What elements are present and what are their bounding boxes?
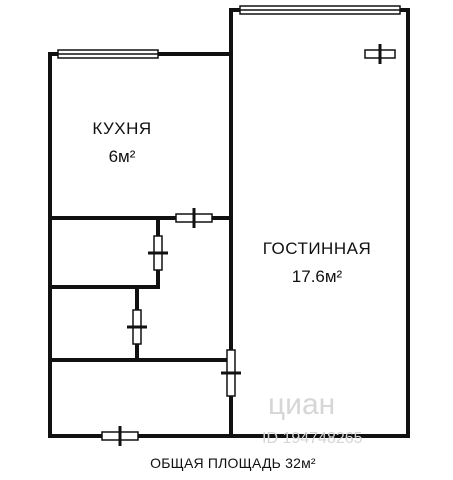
door-living — [221, 349, 241, 397]
watermark-id: ID 194748265 — [262, 430, 363, 447]
room-label-living: ГОСТИННАЯ — [262, 239, 372, 258]
room-area-kitchen: 6м² — [108, 147, 136, 166]
door-bathroom — [148, 235, 168, 271]
room-area-living: 17.6м² — [291, 267, 343, 286]
window-living — [239, 5, 401, 15]
door-balcony — [364, 44, 396, 64]
room-label-kitchen: КУХНЯ — [92, 119, 152, 138]
door-entrance — [101, 426, 139, 446]
door-kitchen — [175, 208, 213, 228]
watermark-brand: циан — [268, 388, 336, 421]
door-toilet — [127, 309, 147, 345]
total-area-caption: ОБЩАЯ ПЛОЩАДЬ 32м² — [150, 455, 316, 471]
window-kitchen — [57, 49, 159, 59]
